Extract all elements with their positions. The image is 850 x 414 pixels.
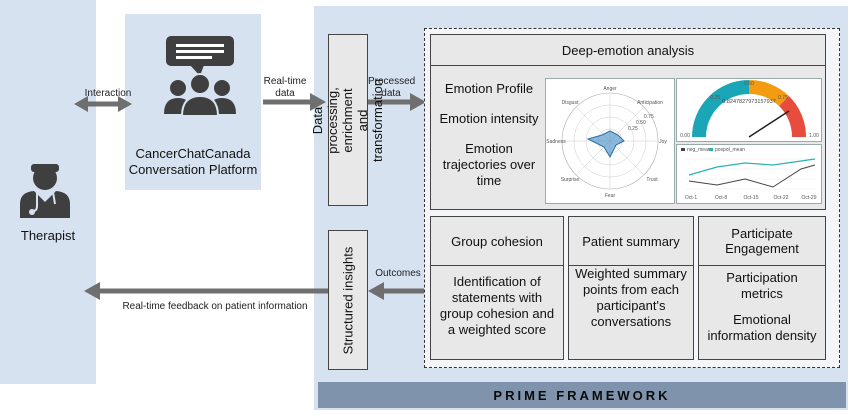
- processed-data-label: Processed data: [368, 76, 416, 99]
- participate-engagement-title: Participate Engagement: [699, 217, 825, 266]
- patient-summary-box: Patient summary Weighted summary points …: [568, 216, 694, 360]
- gauge-chart: 0.8247827973157937 0.25 0.50 0.75 0.00 1…: [680, 79, 819, 139]
- gauge-needle: [748, 110, 790, 138]
- gauge-tick-0.75: 0.75: [778, 95, 788, 101]
- xtick-0: Oct-1: [685, 195, 697, 201]
- legend-pospol-mean: pospol_mean: [715, 147, 745, 153]
- radar-ring-0.75: 0.75: [644, 114, 654, 120]
- group-cohesion-box: Group cohesion Identification of stateme…: [430, 216, 564, 360]
- radar-axis-trust: Trust: [646, 177, 658, 183]
- xtick-4: Oct-29: [801, 195, 816, 201]
- emotional-density-label: Emotional information density: [707, 312, 817, 343]
- radar-chart: Anger Anticipation Joy Trust Fear Surpri…: [546, 86, 667, 199]
- data-processing-box: Data processing, enrichment and transfor…: [311, 34, 386, 206]
- structured-insights-label: Structured insights: [340, 246, 356, 354]
- prime-framework-bar: PRIME FRAMEWORK: [318, 382, 846, 408]
- data-processing-label: Data processing, enrichment and transfor…: [310, 78, 386, 162]
- therapist-label: Therapist: [20, 228, 76, 243]
- emotion-trajectories-label: Emotion trajectories over time: [442, 141, 536, 188]
- xtick-3: Oct-22: [773, 195, 788, 201]
- radar-ring-0.50: 0.50: [636, 120, 646, 126]
- group-cohesion-body: Identification of statements with group …: [439, 274, 555, 337]
- platform-name: CancerChatCanada Conversation Platform: [128, 146, 258, 177]
- xtick-1: Oct-8: [715, 195, 727, 201]
- participation-metrics-label: Participation metrics: [726, 270, 798, 301]
- line-chart-panel: neg_mean pospol_mean Oct-1 Oct-8 Oct-15 …: [676, 144, 822, 204]
- radar-axis-sadness: Sadness: [546, 139, 566, 145]
- radar-axis-disgust: Disgust: [562, 100, 579, 106]
- gauge-tick-0.50: 0.50: [744, 81, 754, 87]
- group-cohesion-title: Group cohesion: [431, 217, 563, 266]
- xtick-2: Oct-15: [743, 195, 758, 201]
- line-chart: neg_mean pospol_mean Oct-1 Oct-8 Oct-15 …: [681, 147, 817, 201]
- gauge-tick-0.00: 0.00: [680, 133, 690, 139]
- emotion-profile-label: Emotion Profile: [444, 81, 534, 96]
- emotion-intensity-label: Emotion intensity: [439, 111, 539, 126]
- patient-summary-title: Patient summary: [569, 217, 693, 266]
- radar-axis-anticipation: Anticipation: [637, 100, 663, 106]
- deep-emotion-title: Deep-emotion analysis: [431, 35, 825, 66]
- gauge-tick-0.25: 0.25: [710, 95, 720, 101]
- legend-neg-mean: neg_mean: [687, 147, 711, 153]
- participate-engagement-box: Participate Engagement Participation met…: [698, 216, 826, 360]
- therapist-icon: [20, 164, 70, 218]
- realtime-data-label: Real-time data: [263, 76, 307, 99]
- gauge-value-text: 0.8247827973157937: [722, 99, 776, 105]
- outcomes-label: Outcomes: [375, 268, 421, 279]
- patient-summary-body: Weighted summary points from each partic…: [575, 266, 687, 329]
- radar-ring-0.25: 0.25: [628, 126, 638, 132]
- therapist-panel: [0, 0, 96, 384]
- chat-group-icon: [164, 36, 236, 116]
- radar-axis-fear: Fear: [605, 193, 616, 199]
- gauge-chart-panel: 0.8247827973157937 0.25 0.50 0.75 0.00 1…: [676, 78, 822, 142]
- interaction-label: Interaction: [84, 88, 132, 99]
- radar-chart-panel: Anger Anticipation Joy Trust Fear Surpri…: [545, 78, 675, 204]
- radar-axis-surprise: Surprise: [561, 177, 580, 183]
- feedback-label: Real-time feedback on patient informatio…: [122, 301, 308, 312]
- gauge-tick-1.00: 1.00: [809, 133, 819, 139]
- radar-axis-anger: Anger: [603, 86, 617, 92]
- structured-insights-box: Structured insights: [328, 230, 368, 370]
- radar-axis-joy: Joy: [659, 139, 667, 145]
